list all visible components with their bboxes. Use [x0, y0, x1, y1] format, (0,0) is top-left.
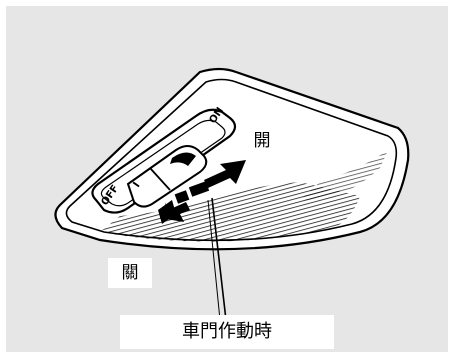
- label-open: 開: [250, 128, 274, 154]
- leader-line: [211, 197, 227, 321]
- label-close: 關: [108, 258, 152, 288]
- three-position-switch: ON OFF I: [91, 106, 237, 214]
- direction-arrow: [158, 160, 246, 224]
- switch-label-middle: I: [131, 180, 142, 189]
- switch-plate-inner: [100, 119, 226, 207]
- lamp-lens-shading-right: [300, 150, 388, 201]
- arrow-shaft-segment-2: [174, 190, 190, 204]
- leader-line-inner: [207, 199, 221, 321]
- switch-rocker-highlight: [170, 152, 196, 166]
- arrow-tail-close: [158, 200, 176, 224]
- lamp-lens-shading: [100, 182, 360, 242]
- arrow-shaft-segment-1: [188, 181, 210, 197]
- label-door-activated: 車門作動時: [120, 315, 334, 349]
- switch-rocker-divider: [149, 167, 171, 191]
- arrow-head-open: [204, 160, 246, 188]
